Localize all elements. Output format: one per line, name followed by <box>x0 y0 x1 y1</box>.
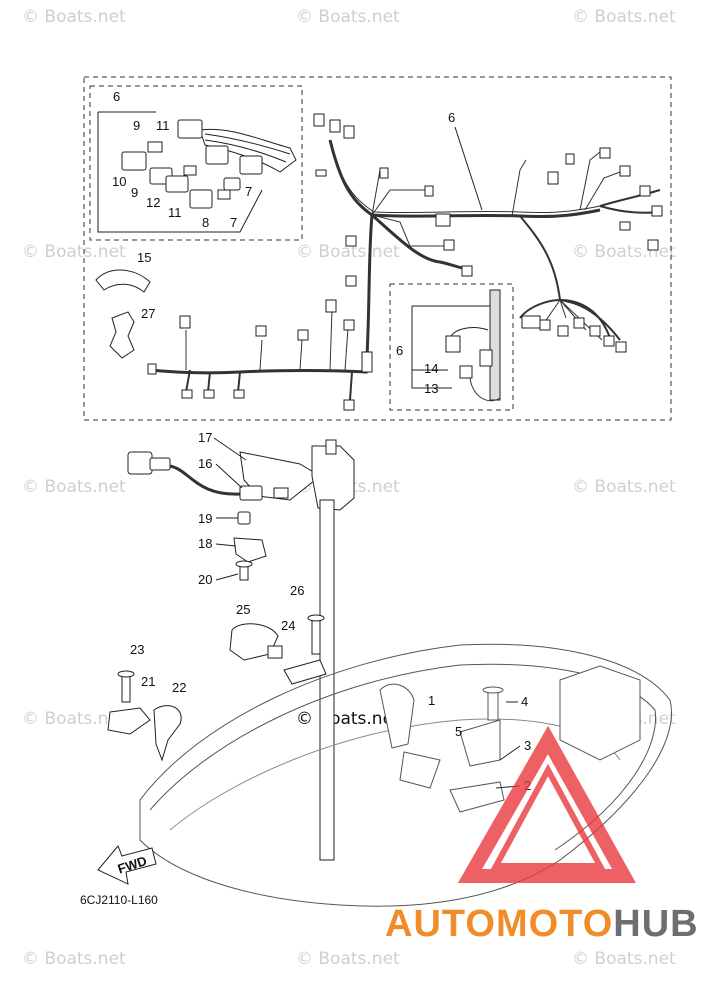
callout-12: 12 <box>146 195 160 210</box>
callout-6: 6 <box>448 110 455 125</box>
watermark: © Boats.net <box>22 477 126 497</box>
watermark: © Boats.net <box>572 7 676 27</box>
sensor-group-box <box>389 283 514 411</box>
watermark: © Boats.net <box>296 242 400 262</box>
diagram-code: 6CJ2110-L160 <box>80 893 158 907</box>
watermark: © Boats.net <box>296 7 400 27</box>
callout-26: 26 <box>290 583 304 598</box>
callout-22: 22 <box>172 680 186 695</box>
callout-27: 27 <box>141 306 155 321</box>
clamp-parts: 23 21 22 25 24 26 <box>107 583 327 762</box>
callout-7: 7 <box>245 184 252 199</box>
relay-callouts: 6 9 11 10 9 12 11 8 7 7 <box>112 89 252 230</box>
callout-9: 9 <box>131 185 138 200</box>
callout-7: 7 <box>230 215 237 230</box>
watermark: © Boats.net <box>22 949 126 969</box>
brand-logo: AUTOMOTOHUB <box>385 725 699 945</box>
bottom-cowling <box>139 643 672 907</box>
callout-24: 24 <box>281 618 295 633</box>
watermark: © Boats.net <box>22 7 126 27</box>
brand-triangle-icon <box>457 725 636 883</box>
callout-14: 14 <box>424 361 438 376</box>
callout-21: 21 <box>141 674 155 689</box>
watermark: © Boats.net <box>22 242 126 262</box>
callout-20: 20 <box>198 572 212 587</box>
callout-15: 15 <box>137 250 151 265</box>
harness-group-box <box>83 76 672 421</box>
watermark: © Boats.net <box>22 709 126 729</box>
callout-17: 17 <box>198 430 212 445</box>
callout-19: 19 <box>198 511 212 526</box>
brand-text-part1: AUTOMOTO <box>385 903 613 945</box>
sensor-assembly: 6 14 13 <box>396 289 501 402</box>
callout-5: 5 <box>455 724 462 739</box>
callout-4: 4 <box>521 694 528 709</box>
callout-8: 8 <box>202 215 209 230</box>
relay-assembly <box>97 111 297 233</box>
callout-6: 6 <box>396 343 403 358</box>
leader-line <box>454 126 483 211</box>
callout-13: 13 <box>424 381 438 396</box>
fwd-arrow: FWD <box>97 845 157 885</box>
mount-shaft <box>311 439 355 861</box>
holder-27: 27 <box>109 306 155 359</box>
callout-23: 23 <box>130 642 144 657</box>
clip-15: 15 <box>95 250 151 293</box>
callout-25: 25 <box>236 602 250 617</box>
callout-18: 18 <box>198 536 212 551</box>
harness-connectors <box>147 113 663 411</box>
callout-9: 9 <box>133 118 140 133</box>
callout-11: 11 <box>156 118 170 133</box>
callout-10: 10 <box>112 174 126 189</box>
brand-text-part2: HUB <box>613 903 698 945</box>
callout-16: 16 <box>198 456 212 471</box>
callout-6: 6 <box>113 89 120 104</box>
callout-1: 1 <box>428 693 435 708</box>
callout-3: 3 <box>524 738 531 753</box>
callout-11: 11 <box>168 205 182 220</box>
wire-harness-6 <box>149 139 661 401</box>
bracket-assembly: 17 16 19 18 20 <box>127 430 321 587</box>
watermark: © Boats.net <box>572 477 676 497</box>
relay-group-box <box>89 85 303 241</box>
watermark: © Boats.net <box>572 949 676 969</box>
watermark: © Boats.net <box>572 242 676 262</box>
watermark: © Boats.net <box>296 949 400 969</box>
svg-text:AUTOMOTOHUB: AUTOMOTOHUB <box>385 903 699 945</box>
